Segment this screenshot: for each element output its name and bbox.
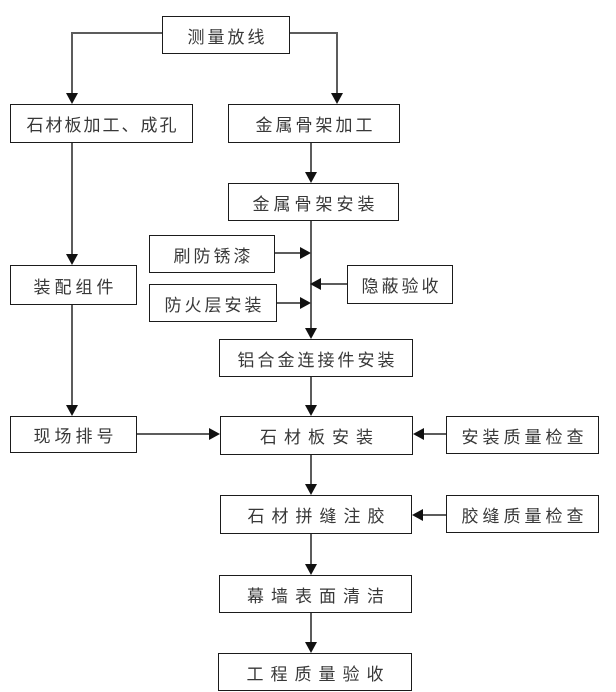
flow-node-seam-glue: 石材拼缝注胶 [220,495,412,534]
connector-concealed-acceptance-to-spine-h [320,283,347,285]
arrow-down-icon [305,484,317,495]
flow-node-project-acceptance-label: 工程质量验收 [246,664,391,685]
connector-frame-install-to-aluminum-v [310,221,312,329]
flow-node-glue-quality-check: 胶缝质量检查 [446,495,599,533]
connector-seam-glue-to-surface-clean-v [310,534,312,565]
connector-install-quality-to-stone-install-h [423,433,446,435]
arrow-down-icon [305,172,317,183]
arrow-right-icon [209,428,220,440]
flow-node-site-numbering: 现场排号 [10,416,137,453]
connector-measure-to-frame-processing-h [290,32,338,34]
flow-node-concealed-acceptance: 隐蔽验收 [347,265,453,304]
connector-stone-processing-to-assemble-v [71,143,73,255]
arrow-down-icon [305,642,317,653]
connector-rust-paint-to-spine-h [275,252,302,254]
flow-node-stone-processing: 石材板加工、成孔 [10,104,193,143]
flow-node-frame-processing: 金属骨架加工 [228,104,400,143]
flow-node-surface-clean: 幕墙表面清洁 [219,575,412,613]
arrow-down-icon [305,564,317,575]
flow-node-install-quality-check: 安装质量检查 [446,416,599,454]
flow-node-frame-install: 金属骨架安装 [228,183,399,221]
arrow-down-icon [331,93,343,104]
arrow-left-icon [310,278,321,290]
flow-node-stone-install-label: 石材板安装 [260,428,380,448]
arrow-down-icon [66,405,78,416]
arrow-down-icon [305,405,317,416]
connector-measure-to-frame-processing-v [336,32,338,94]
arrow-left-icon [412,509,423,521]
flow-node-seam-glue-label: 石材拼缝注胶 [247,507,392,527]
flow-node-rust-paint-label: 刷防锈漆 [173,246,254,267]
flow-node-rust-paint: 刷防锈漆 [149,235,275,273]
connector-measure-to-stone-processing-v [71,32,73,94]
flow-node-concealed-acceptance-label: 隐蔽验收 [361,277,442,297]
connector-measure-to-stone-processing-h [71,32,162,34]
connector-glue-quality-to-seam-glue-h [422,514,446,516]
flow-node-project-acceptance: 工程质量验收 [218,653,412,691]
flow-node-assemble-components-label: 装配组件 [33,277,118,298]
flow-node-aluminum-connector-install-label: 铝合金连接件安装 [237,350,398,371]
connector-stone-install-to-seam-glue-v [310,455,312,485]
arrow-left-icon [413,428,424,440]
connector-frame-processing-to-frame-install-v [310,143,312,173]
flow-node-measure: 测量放线 [162,16,290,54]
arrow-right-icon [300,247,311,259]
flow-node-surface-clean-label: 幕墙表面清洁 [247,586,391,607]
arrow-down-icon [66,93,78,104]
connector-aluminum-to-stone-install-v [310,377,312,406]
arrow-down-icon [305,328,317,339]
connector-assemble-to-site-numbering-v [71,305,73,406]
connector-fireproof-to-spine-h [277,302,302,304]
flow-node-frame-install-label: 金属骨架安装 [252,194,379,215]
flow-node-stone-processing-label: 石材板加工、成孔 [26,116,179,136]
flow-node-stone-install: 石材板安装 [220,416,413,455]
flow-node-assemble-components: 装配组件 [10,265,137,305]
connector-surface-clean-to-project-acceptance-v [310,613,312,644]
flow-node-fireproof-install: 防火层安装 [149,284,277,322]
connector-site-numbering-to-stone-install-h [137,433,210,435]
arrow-right-icon [300,297,311,309]
flow-node-fireproof-install-label: 防火层安装 [164,295,265,316]
flow-node-measure-label: 测量放线 [187,27,268,48]
flow-node-glue-quality-check-label: 胶缝质量检查 [461,506,588,527]
flow-node-install-quality-check-label: 安装质量检查 [461,427,588,448]
flow-node-frame-processing-label: 金属骨架加工 [255,116,376,136]
flow-node-site-numbering-label: 现场排号 [33,427,118,447]
flow-node-aluminum-connector-install: 铝合金连接件安装 [219,339,413,377]
arrow-down-icon [66,254,78,265]
